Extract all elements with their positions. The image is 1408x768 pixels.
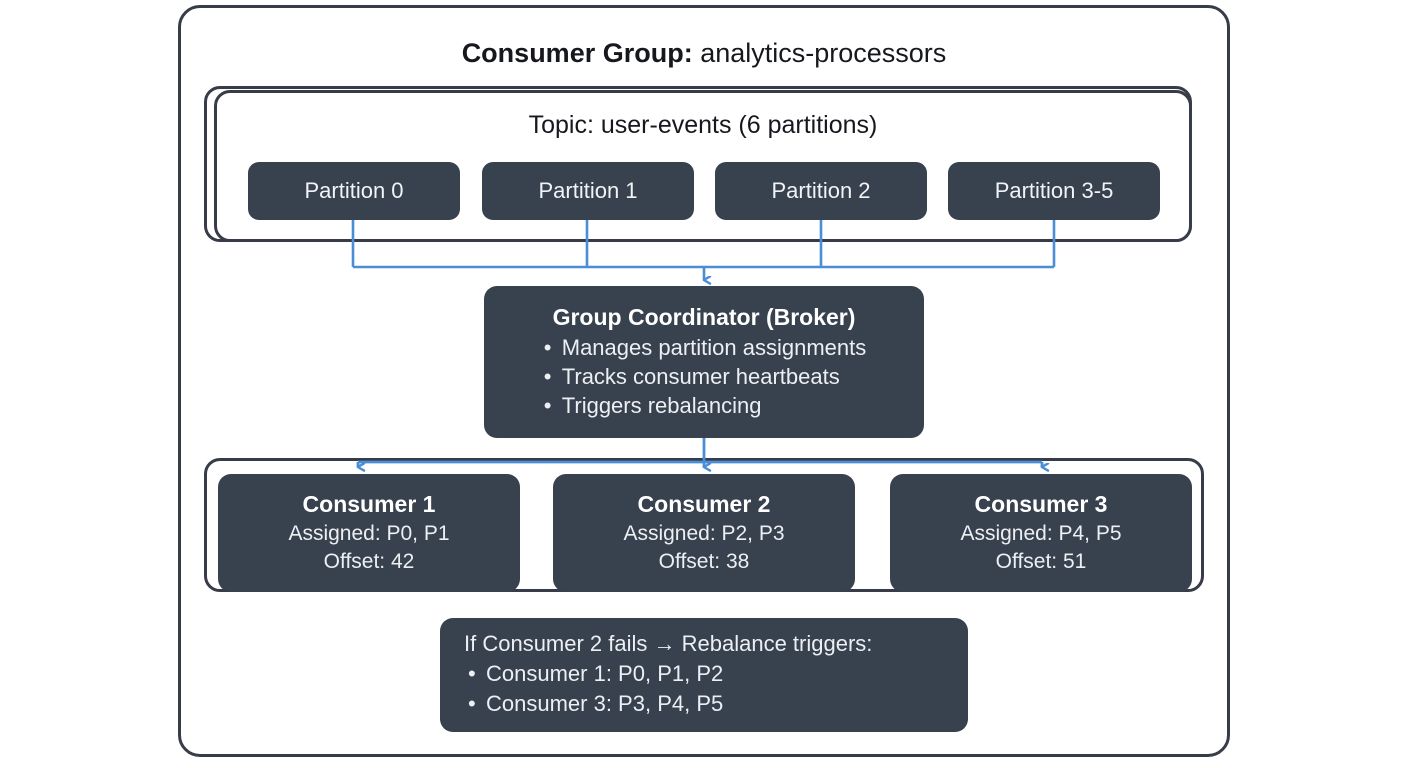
consumer-offset: Offset: 38 — [658, 549, 750, 573]
consumer-node-3[interactable]: Consumer 3 Assigned: P4, P5 Offset: 51 — [890, 474, 1192, 592]
rebalance-note-list: Consumer 1: P0, P1, P2 Consumer 3: P3, P… — [464, 659, 723, 719]
consumer-assigned: Assigned: P0, P1 — [288, 521, 450, 545]
consumer-name: Consumer 1 — [302, 490, 436, 517]
consumer-node-2[interactable]: Consumer 2 Assigned: P2, P3 Offset: 38 — [553, 474, 855, 592]
consumer-offset: Offset: 51 — [995, 549, 1087, 573]
rebalance-note-heading: If Consumer 2 fails → Rebalance triggers… — [464, 631, 873, 656]
consumer-assigned: Assigned: P4, P5 — [960, 521, 1122, 545]
group-coordinator-node[interactable]: Group Coordinator (Broker) Manages parti… — [484, 286, 924, 438]
partition-node-0[interactable]: Partition 0 — [248, 162, 460, 220]
partition-label: Partition 3-5 — [994, 178, 1114, 203]
group-title-strong: Consumer Group: — [461, 38, 693, 68]
group-title-light: analytics-processors — [692, 38, 947, 68]
consumer-name: Consumer 2 — [637, 490, 771, 517]
consumer-assigned: Assigned: P2, P3 — [623, 521, 785, 545]
consumer-offset: Offset: 42 — [323, 549, 415, 573]
rebalance-note-node[interactable]: If Consumer 2 fails → Rebalance triggers… — [440, 618, 968, 732]
partition-node-3-5[interactable]: Partition 3-5 — [948, 162, 1160, 220]
coordinator-bullet: Triggers rebalancing — [542, 391, 867, 420]
page-title: Consumer Group: analytics-processors — [181, 36, 1227, 70]
partition-label: Partition 2 — [771, 178, 871, 203]
partition-node-1[interactable]: Partition 1 — [482, 162, 694, 220]
coordinator-title: Group Coordinator (Broker) — [552, 304, 856, 330]
rebalance-note-bullet: Consumer 3: P3, P4, P5 — [464, 689, 723, 719]
coordinator-bullet: Tracks consumer heartbeats — [542, 362, 867, 391]
topic-label: Topic: user-events (6 partitions) — [528, 111, 878, 139]
consumer-name: Consumer 3 — [974, 490, 1108, 517]
partition-label: Partition 1 — [538, 178, 638, 203]
partition-label: Partition 0 — [304, 178, 404, 203]
consumer-node-1[interactable]: Consumer 1 Assigned: P0, P1 Offset: 42 — [218, 474, 520, 592]
coordinator-responsibility-list: Manages partition assignments Tracks con… — [542, 333, 867, 420]
rebalance-note-bullet: Consumer 1: P0, P1, P2 — [464, 659, 723, 689]
coordinator-bullet: Manages partition assignments — [542, 333, 867, 362]
partition-node-2[interactable]: Partition 2 — [715, 162, 927, 220]
